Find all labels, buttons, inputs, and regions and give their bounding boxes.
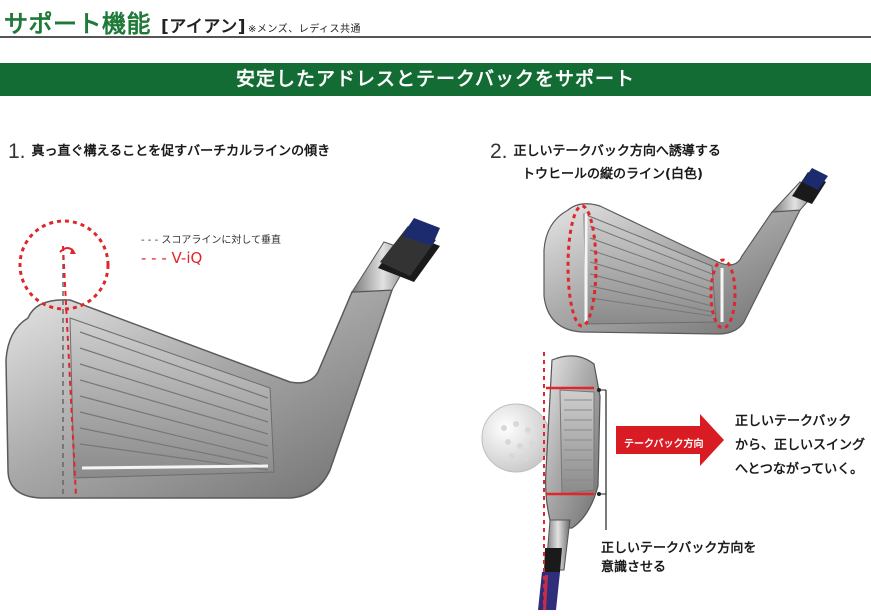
iron-head-small <box>543 168 828 335</box>
result-line: へとつながっていく。 <box>735 462 864 477</box>
conscious-text: 正しいテークバック方向を 意識させる <box>601 539 756 577</box>
result-text: 正しいテークバック から、正しいスイング へとつながっていく。 <box>735 410 865 482</box>
title-bracket: [アイアン] <box>161 17 247 37</box>
legend-viq: - - - V-iQ <box>141 249 203 267</box>
legend-dashed: - - - スコアラインに対して垂直 <box>141 235 282 246</box>
conscious-line: 意識させる <box>601 560 667 575</box>
result-line: 正しいテークバック <box>735 414 852 429</box>
conscious-line: 正しいテークバック方向を <box>601 541 757 556</box>
section2-text-line2: トウヒールの縦のライン(白色) <box>522 167 703 182</box>
title-text: サポート機能 <box>4 10 151 38</box>
header-divider <box>0 36 871 38</box>
section-banner: 安定したアドレスとテークバックをサポート <box>0 63 871 96</box>
section2-text-line1: 正しいテークバック方向へ誘導する <box>513 144 721 159</box>
takeback-arrow-label: テークバック方向 <box>624 439 704 450</box>
section2-number: 2. <box>490 140 508 163</box>
takeback-arrow <box>616 414 724 466</box>
section2-heading: 2. 正しいテークバック方向へ誘導する <box>490 140 721 164</box>
section1-number: 1. <box>8 140 26 163</box>
section1-text: 真っ直ぐ構えることを促すバーチカルラインの傾き <box>31 144 331 159</box>
title-note: ※メンズ、レディス共通 <box>248 24 361 35</box>
result-line: から、正しいスイング <box>735 438 866 453</box>
section1-heading: 1. 真っ直ぐ構えることを促すバーチカルラインの傾き <box>8 140 330 164</box>
club-address-view <box>481 352 607 610</box>
iron-head-large <box>5 218 440 499</box>
page-title: サポート機能 [アイアン]※メンズ、レディス共通 <box>4 4 361 39</box>
